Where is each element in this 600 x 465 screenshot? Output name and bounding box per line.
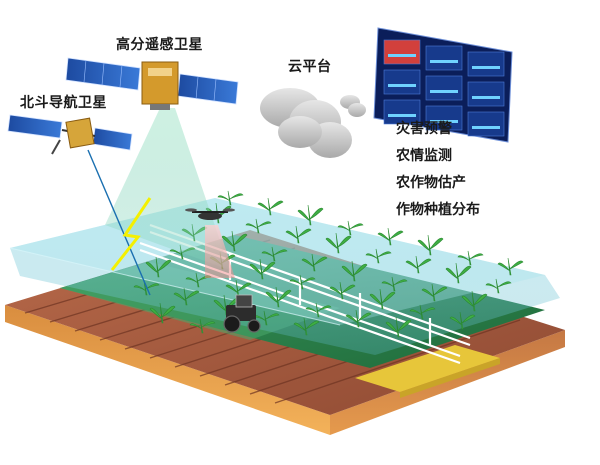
- cloud-icon: [260, 88, 366, 158]
- corn-plant: [365, 248, 392, 264]
- corn-plant: [409, 304, 436, 320]
- corn-plant: [301, 253, 328, 272]
- tractor-icon: [223, 294, 261, 333]
- corn-plant: [337, 220, 364, 236]
- corn-plant: [289, 274, 316, 290]
- dashboard-panel: [425, 105, 463, 131]
- dashboard-panel: [467, 81, 505, 107]
- dashboard-bar: [472, 66, 500, 69]
- lightning-icon: [110, 197, 152, 271]
- dashboard-bar: [388, 84, 416, 87]
- remote-sensing-satellite-icon: [65, 57, 239, 110]
- corn-plant: [341, 260, 368, 282]
- corn-plant: [461, 290, 488, 312]
- dashboard-panel: [467, 51, 505, 77]
- corn-plant: [485, 278, 512, 294]
- corn-plant: [381, 276, 408, 292]
- remote-sensing-beam: [105, 108, 230, 270]
- beidou-satellite-label: 北斗导航卫星: [20, 95, 107, 111]
- service-planting-distribution: 作物种植分布: [396, 202, 480, 218]
- corn-plant: [445, 262, 472, 284]
- dashboard-bar: [388, 54, 416, 57]
- dashboard-panel: [425, 45, 463, 71]
- dashboard-bar: [430, 60, 458, 63]
- dashboard-panel: [467, 111, 505, 137]
- corn-plant: [325, 232, 352, 254]
- corn-plant: [285, 225, 312, 244]
- dashboard-panel: [383, 69, 421, 95]
- corn-plant: [149, 302, 176, 324]
- dashboard-bar: [472, 126, 500, 129]
- service-crop-monitoring: 农情监测: [396, 148, 452, 164]
- corn-plant: [421, 283, 448, 302]
- corn-plant: [249, 258, 276, 280]
- dashboard-panel: [383, 39, 421, 65]
- corn-plant: [329, 281, 356, 300]
- corn-plant: [145, 256, 172, 278]
- corn-plant: [345, 309, 372, 328]
- dashboard-icon: [373, 27, 513, 143]
- corn-plant: [221, 230, 248, 252]
- corn-plant: [217, 190, 244, 206]
- corn-plant: [173, 287, 200, 306]
- corn-plant: [369, 288, 396, 310]
- corn-plant: [497, 257, 524, 276]
- cloud-platform-label: 云平台: [288, 59, 332, 75]
- corn-plant: [377, 227, 404, 246]
- corn-plant: [133, 280, 160, 296]
- corn-plant: [305, 302, 332, 318]
- corn-plant: [405, 255, 432, 274]
- corn-plant: [449, 311, 476, 330]
- dashboard-bar: [472, 96, 500, 99]
- corn-plant: [297, 204, 324, 226]
- dashboard-bar: [388, 114, 416, 117]
- dashboard-panel: [425, 75, 463, 101]
- dashboard-bar: [430, 90, 458, 93]
- corn-plant: [293, 317, 320, 336]
- corn-plant: [457, 250, 484, 266]
- corn-plant: [265, 286, 292, 308]
- corn-plant: [385, 316, 412, 338]
- beidou-satellite-icon: [7, 114, 133, 155]
- dashboard-panel: [383, 99, 421, 125]
- remote-sensing-satellite-label: 高分遥感卫星: [116, 37, 203, 53]
- service-yield-estimation: 农作物估产: [396, 175, 466, 191]
- corn-plant: [245, 218, 272, 234]
- drone-icon: [185, 208, 235, 278]
- beidou-signal: [87, 149, 152, 296]
- corn-plant: [417, 234, 444, 256]
- corn-plant: [257, 197, 284, 216]
- service-disaster-warning: 灾害预警: [396, 121, 452, 137]
- dashboard-bar: [430, 120, 458, 123]
- corn-plant: [189, 318, 216, 334]
- corn-plant: [261, 246, 288, 262]
